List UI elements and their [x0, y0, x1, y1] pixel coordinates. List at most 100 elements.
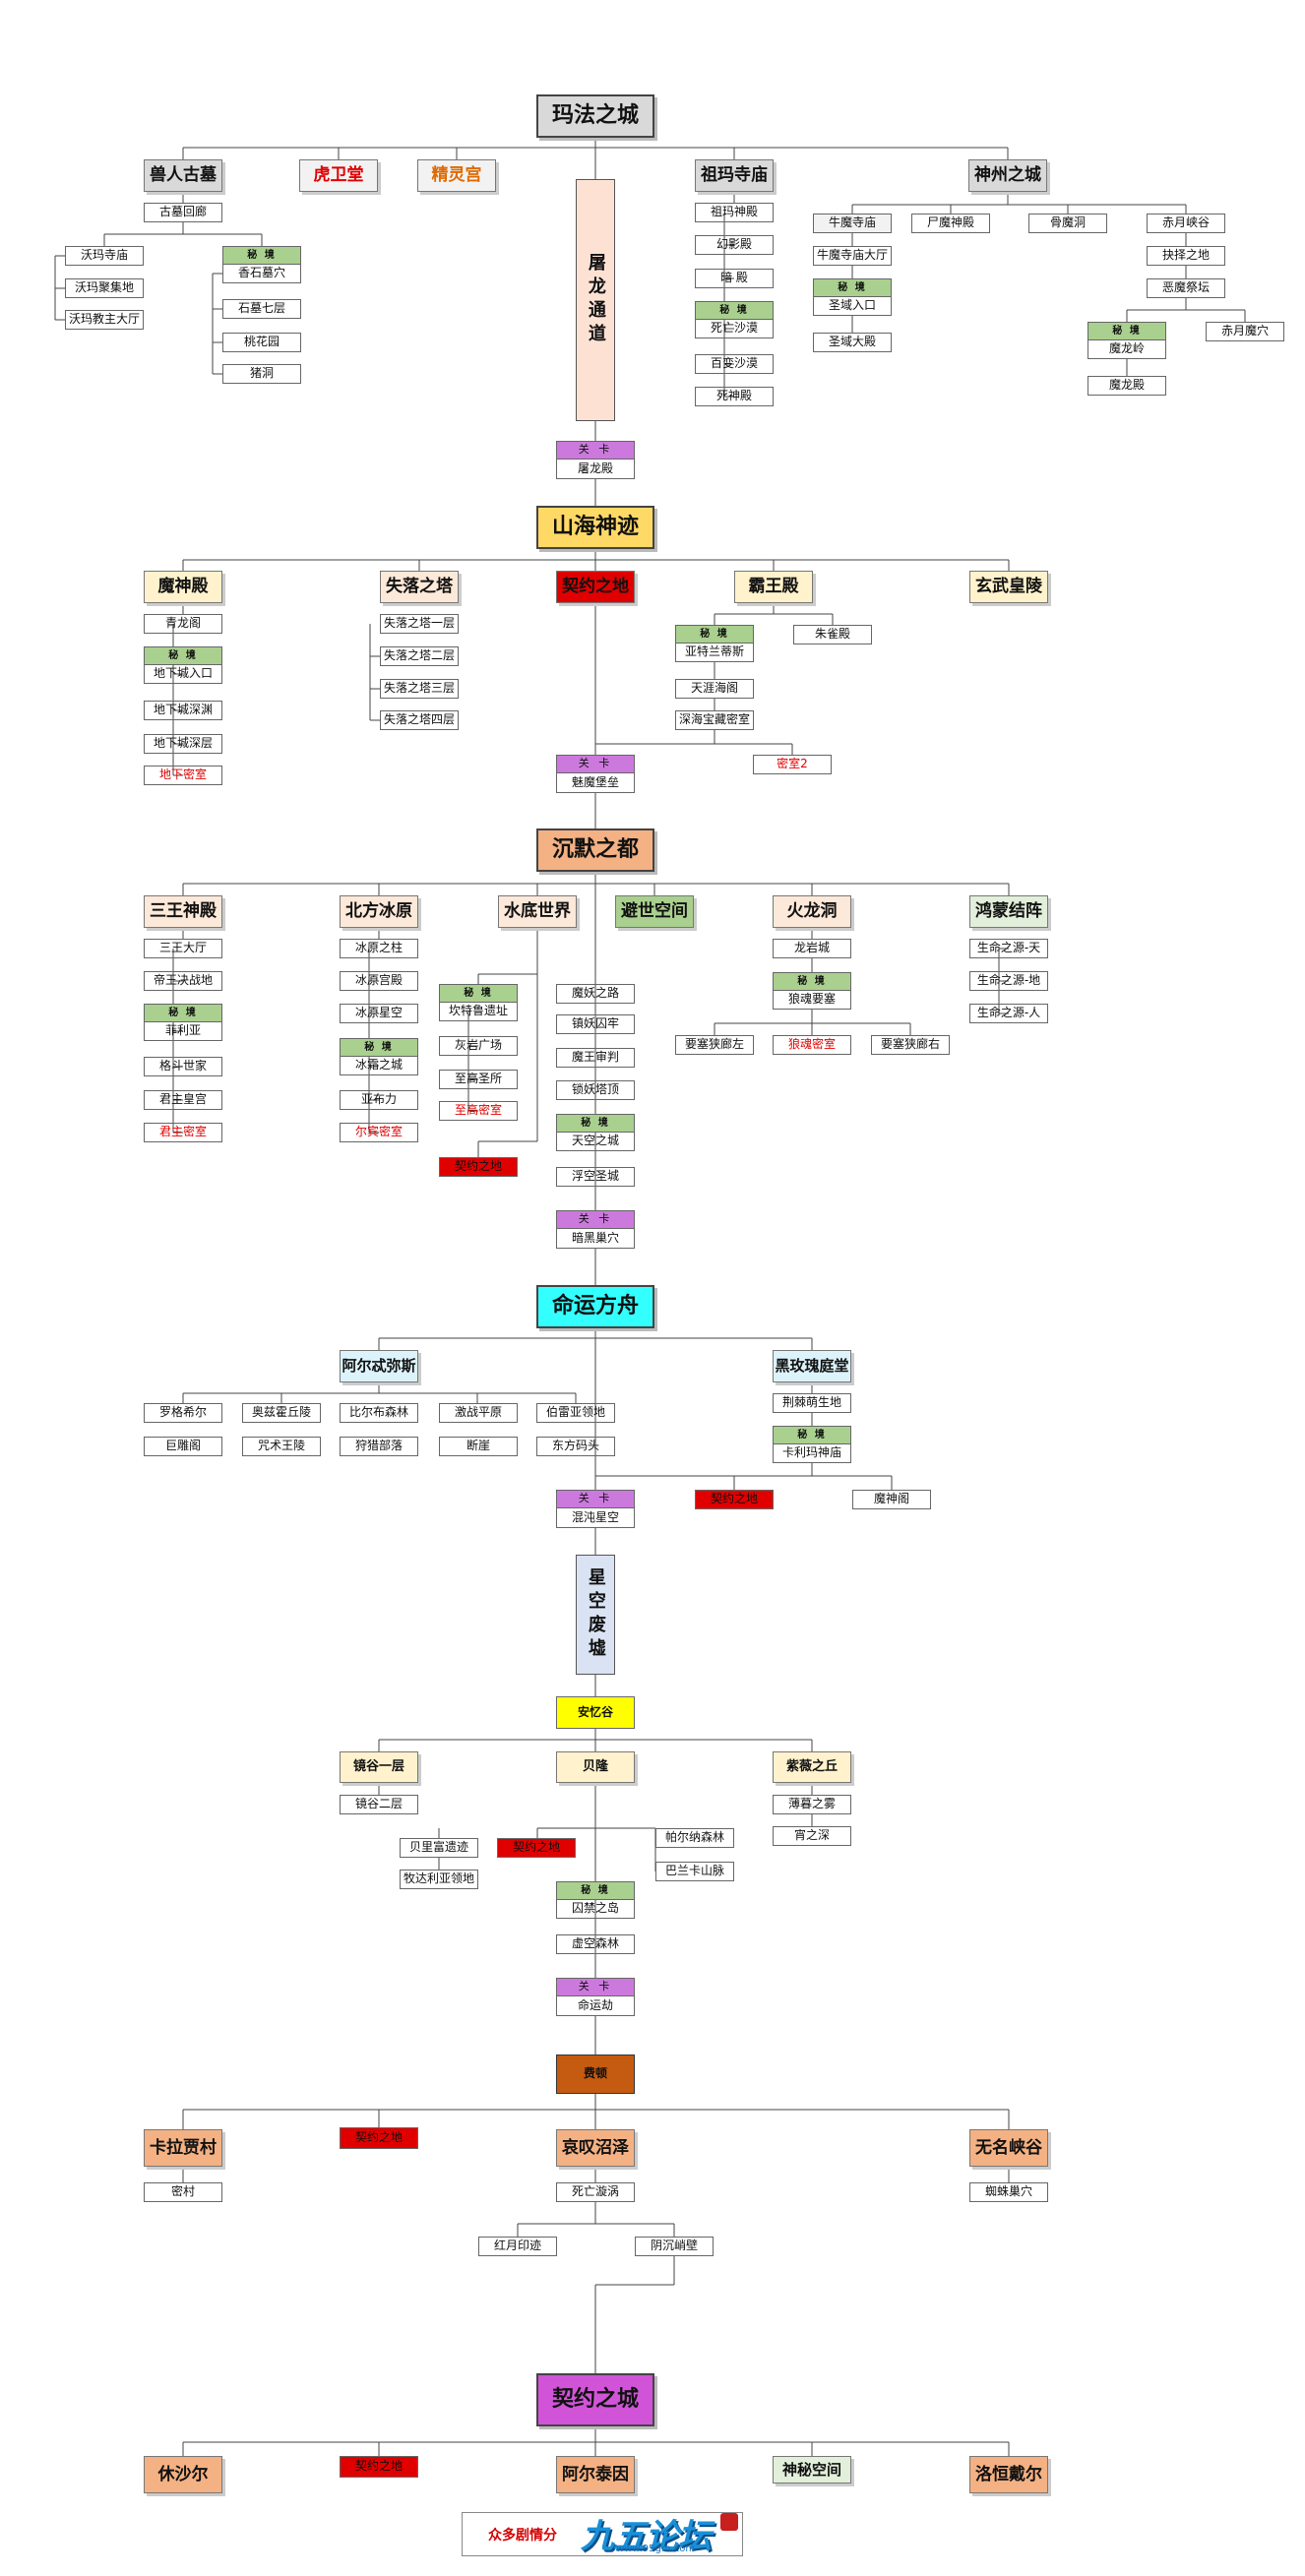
node-huanying: 幻影殿	[695, 235, 774, 255]
node-qiujin: 囚禁之岛	[556, 1899, 635, 1919]
node-xiaoyao: 锁妖塔顶	[556, 1080, 635, 1100]
node-shengyu-in: 圣域入口	[813, 296, 892, 316]
node-shengming-di: 生命之源-地	[969, 971, 1048, 991]
gate-anhei: 暗黑巢穴	[556, 1228, 635, 1249]
node-xiao: 宵之深	[773, 1826, 851, 1846]
node-siwang: 死亡沙漠	[695, 319, 774, 338]
node-yabu: 亚布力	[340, 1090, 418, 1110]
node-bier: 比尔布森林	[340, 1403, 418, 1423]
branch-beilong: 贝隆	[556, 1751, 635, 1783]
node-junzhu: 君主皇宫	[144, 1090, 222, 1110]
node-judiao: 巨雕阁	[144, 1437, 222, 1456]
logo-url: www.95gm.com	[616, 2544, 696, 2554]
branch-kala: 卡拉贾村	[144, 2129, 222, 2167]
node-shimo: 尸魔神殿	[911, 214, 990, 233]
node-bomu: 薄暮之雾	[773, 1795, 851, 1814]
logo-text: 众多剧情分	[488, 2528, 557, 2544]
node-siwang-xuanwo: 死亡漩涡	[556, 2182, 635, 2202]
node-zhu: 猪洞	[222, 364, 301, 384]
node-balan: 巴兰卡山脉	[655, 1862, 734, 1881]
node-woma-jiudi: 沃玛聚集地	[65, 278, 144, 298]
node-sanwang-dating: 三王大厅	[144, 939, 222, 958]
node-shengming-tian: 生命之源-天	[969, 939, 1048, 958]
branch-aershi: 阿尔忒弥斯	[340, 1350, 418, 1382]
node-xiangshi: 香石墓穴	[222, 264, 301, 283]
node-gedou: 格斗世家	[144, 1057, 222, 1076]
forum-logo: 众多剧情分 九五论坛 www.95gm.com	[462, 2512, 743, 2556]
branch-zuma: 祖玛寺庙	[695, 159, 774, 192]
gate-label: 关 卡	[556, 1978, 635, 1995]
branch-moshen: 魔神殿	[144, 571, 222, 603]
zone-xingkong: 星空废墟	[576, 1555, 615, 1675]
mijing-label: 秘 境	[773, 1426, 851, 1443]
node-ao: 奥兹霍丘陵	[242, 1403, 321, 1423]
mijing-label: 秘 境	[695, 301, 774, 319]
node-mowang: 魔王审判	[556, 1048, 635, 1068]
node-feiliya: 菲利亚	[144, 1021, 222, 1041]
branch-qiyue-5: 契约之地	[340, 2127, 418, 2149]
node-shiluo-1: 失落之塔一层	[380, 614, 459, 634]
mijing-label: 秘 境	[439, 984, 518, 1002]
branch-heimei: 黑玫瑰庭堂	[773, 1350, 851, 1382]
node-huiyan: 灰岩广场	[439, 1036, 518, 1056]
mijing-label: 秘 境	[1088, 322, 1166, 339]
branch-huolong: 火龙洞	[773, 895, 851, 928]
mijing-label: 秘 境	[556, 1114, 635, 1132]
node-langhun: 狼魂要塞	[773, 990, 851, 1010]
node-gumu: 古墓回廊	[144, 203, 222, 222]
branch-shouren: 兽人古墓	[144, 159, 222, 192]
node-dixia-in: 地下城入口	[144, 664, 222, 684]
node-junzhu-mi: 君主密室	[144, 1123, 222, 1142]
branch-jinggu: 镜谷一层	[340, 1751, 418, 1783]
node-sishen: 死神殿	[695, 387, 774, 406]
node-woma-jiaozhu: 沃玛教主大厅	[65, 310, 144, 330]
zone-chenmo: 沉默之都	[536, 828, 654, 872]
gate-meimo: 魅魔堡垒	[556, 772, 635, 793]
logo-brand: 九五论坛	[581, 2517, 712, 2556]
node-molong-dian: 魔龙殿	[1088, 376, 1166, 396]
node-taohua: 桃花园	[222, 333, 301, 352]
node-bingyuan-xing: 冰原星空	[340, 1004, 418, 1023]
node-duanya: 断崖	[439, 1437, 518, 1456]
node-mishi2: 密室2	[753, 755, 832, 774]
node-emo: 恶魔祭坛	[1147, 278, 1225, 298]
node-erbin: 尔宾密室	[340, 1123, 418, 1142]
mijing-label: 秘 境	[144, 646, 222, 664]
node-gumo: 骨魔洞	[1028, 214, 1107, 233]
node-bingyuan-zhu: 冰原之柱	[340, 939, 418, 958]
node-anhei: 暗 殿	[695, 269, 774, 288]
tulong-channel: 屠龙通道	[576, 179, 615, 421]
branch-wuming: 无名峡谷	[969, 2129, 1048, 2167]
node-xialang-right: 要塞狭廊右	[871, 1035, 950, 1055]
gate-label: 关 卡	[556, 1210, 635, 1228]
zone-mafa: 玛法之城	[536, 94, 654, 138]
node-shengming-ren: 生命之源-人	[969, 1004, 1048, 1023]
branch-hongmeng: 鸿蒙结阵	[969, 895, 1048, 928]
node-shenhai: 深海宝藏密室	[675, 710, 754, 730]
zone-mingyun: 命运方舟	[536, 1285, 654, 1328]
node-qinglong: 青龙阁	[144, 614, 222, 634]
gate-mingyunjie: 命运劫	[556, 1995, 635, 2016]
branch-aertai: 阿尔泰因	[556, 2456, 635, 2493]
node-dixia-deep: 地下城深层	[144, 734, 222, 754]
branch-bishi: 避世空间	[615, 895, 694, 928]
node-zhenyao: 镇妖囚牢	[556, 1014, 635, 1034]
zone-feidun: 费顿	[556, 2055, 635, 2094]
node-jinggu-2: 镜谷二层	[340, 1795, 418, 1814]
gate-label: 关 卡	[556, 755, 635, 772]
node-zhigao-mi: 至高密室	[439, 1101, 518, 1121]
node-zhoushu: 咒术王陵	[242, 1437, 321, 1456]
node-kante: 坎特鲁遗址	[439, 1002, 518, 1021]
node-molong-ling: 魔龙岭	[1088, 339, 1166, 359]
node-yinchen: 阴沉峭壁	[635, 2237, 714, 2256]
branch-sanwang: 三王神殿	[144, 895, 222, 928]
mijing-label: 秘 境	[340, 1038, 418, 1056]
node-niumo: 牛魔寺庙	[813, 214, 892, 233]
branch-shuidi: 水底世界	[498, 895, 577, 928]
node-beili: 贝里富遗迹	[400, 1838, 478, 1858]
node-yate: 亚特兰蒂斯	[675, 643, 754, 662]
node-niumo-hall: 牛魔寺庙大厅	[813, 246, 892, 266]
node-xukong: 虚空森林	[556, 1934, 635, 1954]
node-tiankong: 天空之城	[556, 1132, 635, 1151]
branch-luoheng: 洛恒戴尔	[969, 2456, 1048, 2493]
